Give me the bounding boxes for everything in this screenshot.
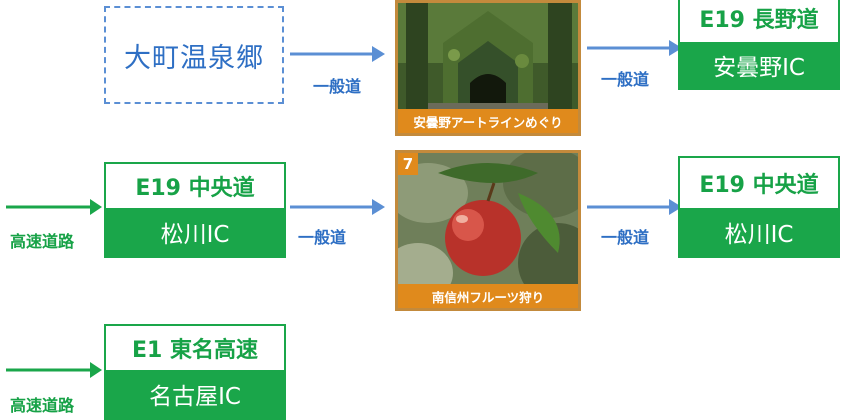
- arrow-expressway-in-2-icon: [6, 362, 102, 378]
- arrow-matsukawa-to-photo-icon: [290, 199, 385, 215]
- sign-road-name: E1 東名高速: [132, 338, 258, 363]
- apple-image: [398, 153, 578, 308]
- ivy-chapel-image: [398, 3, 578, 133]
- photo-caption-art-line: 安曇野アートラインめぐり: [398, 109, 578, 133]
- route-label-local-3: 一般道: [298, 228, 347, 247]
- arrow-origin-to-photo-icon: [290, 46, 385, 62]
- photo-art-line: 安曇野アートラインめぐり: [395, 0, 581, 136]
- sign-matsukawa-ic-left: E19 中央道 松川IC: [104, 162, 286, 258]
- route-label-expressway-1: 高速道路: [10, 232, 75, 251]
- arrow-photo-to-matsukawa-icon: [587, 199, 682, 215]
- route-label-expressway-2: 高速道路: [10, 396, 75, 415]
- sign-road-name: E19 中央道: [699, 173, 819, 198]
- route-label-local-2: 一般道: [601, 70, 650, 89]
- arrow-photo-to-azumino-icon: [587, 40, 682, 56]
- route-label-local-4: 一般道: [601, 228, 650, 247]
- sign-matsukawa-ic-right: E19 中央道 松川IC: [678, 156, 840, 258]
- sign-road-name: E19 中央道: [135, 176, 255, 201]
- origin-box: 大町温泉郷: [104, 6, 284, 104]
- sign-ic-name: 松川IC: [106, 208, 284, 256]
- route-label-local-1: 一般道: [313, 77, 362, 96]
- origin-label: 大町温泉郷: [124, 42, 264, 74]
- photo-caption-fruit: 南信州フルーツ狩り: [398, 284, 578, 308]
- photo-number-badge: 7: [398, 153, 418, 175]
- sign-ic-name: 安曇野IC: [680, 42, 838, 88]
- sign-azumino-ic: E19 長野道 安曇野IC: [678, 0, 840, 90]
- sign-ic-name: 松川IC: [680, 208, 838, 256]
- arrow-expressway-in-1-icon: [6, 199, 102, 215]
- photo-fruit-picking: 7 南信州フルーツ狩り: [395, 150, 581, 311]
- sign-ic-name: 名古屋IC: [106, 370, 284, 418]
- sign-road-name: E19 長野道: [699, 8, 819, 33]
- sign-nagoya-ic: E1 東名高速 名古屋IC: [104, 324, 286, 420]
